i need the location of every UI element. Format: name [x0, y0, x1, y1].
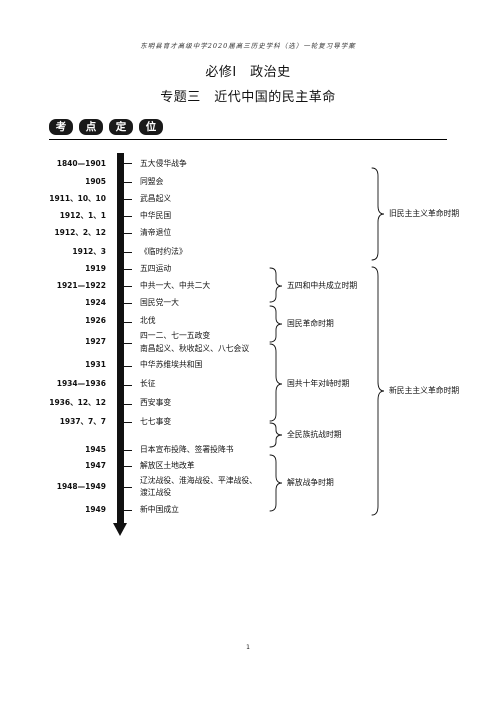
period-label: 国民革命时期	[287, 319, 334, 328]
bracket-new-era	[371, 266, 385, 516]
timeline-tick	[124, 322, 132, 324]
bracket-p3	[269, 343, 283, 422]
badge-kao: 考	[49, 119, 73, 135]
event-label-line2: 渡江战役	[140, 488, 172, 497]
period-label: 解放战争时期	[287, 478, 334, 487]
event-date: 1905	[85, 177, 106, 186]
event-date: 1912、2、12	[54, 228, 106, 237]
event-date: 1947	[85, 461, 106, 470]
event-label: 解放区土地改革	[140, 461, 195, 470]
timeline-axis	[117, 153, 124, 525]
bracket-p2	[269, 305, 283, 343]
topic-title: 专题三 近代中国的民主革命	[160, 90, 336, 105]
period-label: 五四和中共成立时期	[287, 281, 358, 290]
period-label: 国共十年对峙时期	[287, 379, 350, 388]
timeline-arrow-icon	[113, 523, 127, 536]
timeline-tick	[124, 163, 132, 165]
event-label: 五四运动	[140, 264, 172, 273]
section-badges: 考 点 定 位	[49, 119, 163, 135]
event-label: 日本宣布投降、签署投降书	[140, 445, 234, 454]
event-label: 《临时约法》	[140, 247, 187, 256]
event-date: 1936、12、12	[49, 398, 106, 407]
event-label: 新中国成立	[140, 505, 179, 514]
event-label: 西安事变	[140, 398, 172, 407]
event-label: 中华民国	[140, 211, 172, 220]
event-label: 中华苏维埃共和国	[140, 360, 203, 369]
event-label: 武昌起义	[140, 194, 172, 203]
bracket-p5	[269, 454, 283, 512]
event-date: 1921—1922	[56, 281, 106, 290]
era-label: 新民主主义革命时期	[389, 386, 460, 395]
badge-wei: 位	[139, 119, 163, 135]
badge-ding: 定	[109, 119, 133, 135]
event-label: 长征	[140, 379, 156, 388]
bracket-p4	[269, 422, 283, 448]
timeline-tick	[124, 199, 132, 201]
event-date: 1840—1901	[56, 159, 106, 168]
event-label-line2: 南昌起义、秋收起义、八七会议	[140, 344, 250, 353]
event-label: 七七事变	[140, 417, 172, 426]
event-date: 1926	[85, 316, 106, 325]
event-date: 1911、10、10	[49, 194, 106, 203]
era-label: 旧民主主义革命时期	[389, 209, 460, 218]
event-label: 四一二、七一五政变	[140, 331, 211, 340]
event-label: 辽沈战役、淮海战役、平津战役、	[140, 476, 257, 485]
timeline-tick	[124, 233, 132, 235]
timeline-tick	[124, 252, 132, 254]
timeline-tick	[124, 182, 132, 184]
timeline-tick	[124, 510, 132, 512]
page-number: 1	[246, 644, 250, 651]
event-date: 1945	[85, 445, 106, 454]
page-header: 东明县育才高级中学2020届高三历史学科（选）一轮复习导学案	[140, 42, 356, 50]
timeline-tick	[124, 366, 132, 368]
timeline-tick	[124, 286, 132, 288]
module-title: 必修Ⅰ 政治史	[205, 65, 291, 80]
badge-dian: 点	[79, 119, 103, 135]
bracket-p1	[269, 267, 283, 303]
event-date: 1931	[85, 360, 106, 369]
event-date: 1924	[85, 298, 106, 307]
event-label: 中共一大、中共二大	[140, 281, 211, 290]
event-label: 国民党一大	[140, 298, 179, 307]
event-date: 1912、3	[72, 247, 106, 256]
timeline-tick	[124, 269, 132, 271]
timeline-tick	[124, 404, 132, 406]
event-date: 1912、1、1	[59, 211, 106, 220]
event-label: 清帝退位	[140, 228, 172, 237]
timeline-tick	[124, 303, 132, 305]
timeline-tick	[124, 422, 132, 424]
timeline-tick	[124, 343, 132, 345]
timeline-tick	[124, 216, 132, 218]
timeline-tick	[124, 487, 132, 489]
event-date: 1948—1949	[56, 482, 106, 491]
timeline-tick	[124, 466, 132, 468]
period-label: 全民族抗战时期	[287, 430, 342, 439]
event-date: 1919	[85, 264, 106, 273]
timeline-tick	[124, 450, 132, 452]
event-label: 北伐	[140, 316, 156, 325]
section-divider	[49, 139, 447, 140]
event-label: 五大侵华战争	[140, 159, 187, 168]
event-label: 同盟会	[140, 177, 164, 186]
bracket-old-era	[371, 167, 385, 261]
event-date: 1949	[85, 505, 106, 514]
event-date: 1937、7、7	[59, 417, 106, 426]
event-date: 1927	[85, 337, 106, 346]
event-date: 1934—1936	[56, 379, 106, 388]
timeline-tick	[124, 385, 132, 387]
